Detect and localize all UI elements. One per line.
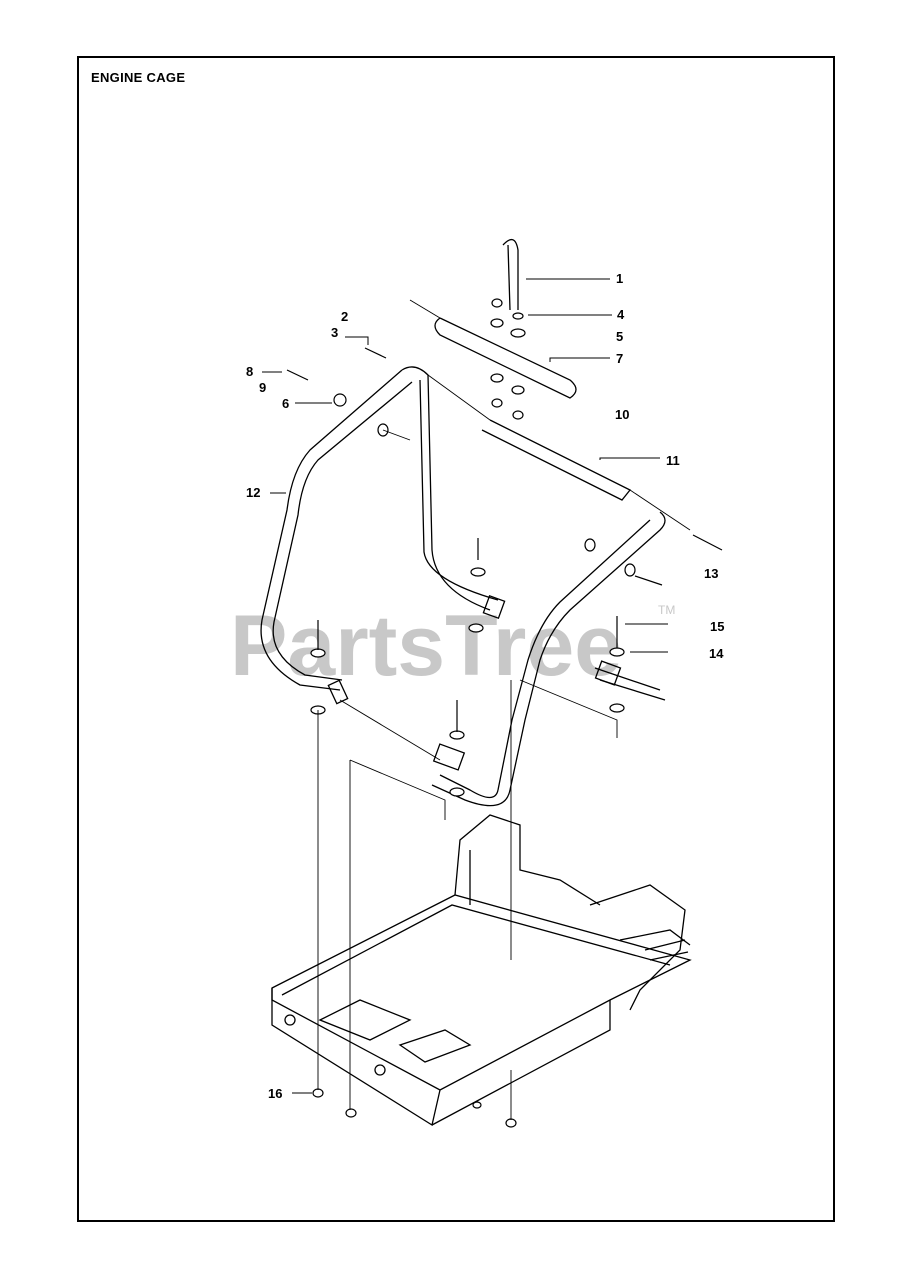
- callout-11: 11: [666, 453, 680, 468]
- callout-2: 2: [341, 309, 348, 324]
- callout-10: 10: [615, 407, 629, 422]
- callout-16: 16: [268, 1086, 282, 1101]
- engine-cage-frame: [260, 238, 666, 807]
- hardware: [286, 298, 723, 1128]
- callout-labels: 1 2 3 4 5 6 7 8 9 10 11 12 13 14 15 16: [246, 271, 724, 1101]
- watermark-trademark: TM: [658, 603, 675, 617]
- page-title: ENGINE CAGE: [91, 70, 186, 85]
- callout-1: 1: [616, 271, 623, 286]
- callout-8: 8: [246, 364, 253, 379]
- callout-12: 12: [246, 485, 260, 500]
- callout-4: 4: [617, 307, 625, 322]
- mower-chassis: [271, 814, 692, 1127]
- watermark-text: PartsTree: [230, 598, 622, 694]
- callout-5: 5: [616, 329, 623, 344]
- callout-9: 9: [259, 380, 266, 395]
- leader-lines: [262, 278, 668, 1094]
- callout-3: 3: [331, 325, 338, 340]
- alignment-lines: [317, 299, 691, 1120]
- callout-6: 6: [282, 396, 289, 411]
- callout-14: 14: [709, 646, 724, 661]
- callout-13: 13: [704, 566, 718, 581]
- diagram-frame: [77, 56, 835, 1222]
- watermark: PartsTree TM: [230, 598, 675, 694]
- callout-7: 7: [616, 351, 623, 366]
- callout-15: 15: [710, 619, 724, 634]
